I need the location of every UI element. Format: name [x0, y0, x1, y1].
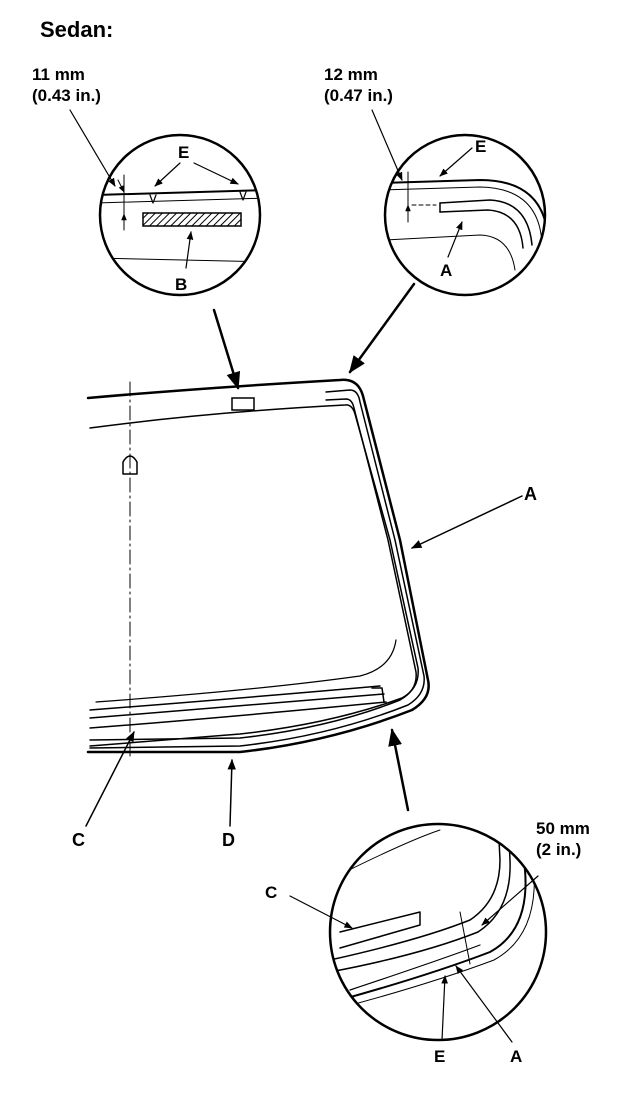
- label-c-bottom: C: [265, 883, 277, 902]
- callout-left: E B: [69, 109, 262, 297]
- callout-bottom: C E A: [265, 822, 548, 1066]
- spacer-block-hatched: [142, 212, 242, 227]
- label-e-right: E: [475, 137, 486, 156]
- mirror-mount: [122, 455, 138, 475]
- label-a-bottom: A: [510, 1047, 522, 1066]
- label-c-main: C: [72, 830, 85, 850]
- label-d-main: D: [222, 830, 235, 850]
- page-title: Sedan:: [40, 17, 113, 42]
- label-b: B: [175, 275, 187, 294]
- dimension-50mm: 50 mm: [536, 819, 590, 838]
- label-a-right: A: [440, 261, 452, 280]
- callout-left-leader: [212, 308, 241, 390]
- label-e-bottom: E: [434, 1047, 445, 1066]
- windshield: [86, 378, 430, 761]
- callout-right: E A: [371, 109, 547, 297]
- label-e-left: E: [178, 143, 189, 162]
- callout-bottom-leader: [388, 728, 410, 812]
- dimension-043in: (0.43 in.): [32, 86, 101, 105]
- dimension-12mm: 12 mm: [324, 65, 378, 84]
- dimension-047in: (0.47 in.): [324, 86, 393, 105]
- dimension-11mm: 11 mm: [32, 65, 85, 84]
- callout-right-leader: [348, 282, 416, 374]
- label-a-main: A: [524, 484, 537, 504]
- dimension-2in: (2 in.): [536, 840, 581, 859]
- spacer-block: [231, 397, 255, 411]
